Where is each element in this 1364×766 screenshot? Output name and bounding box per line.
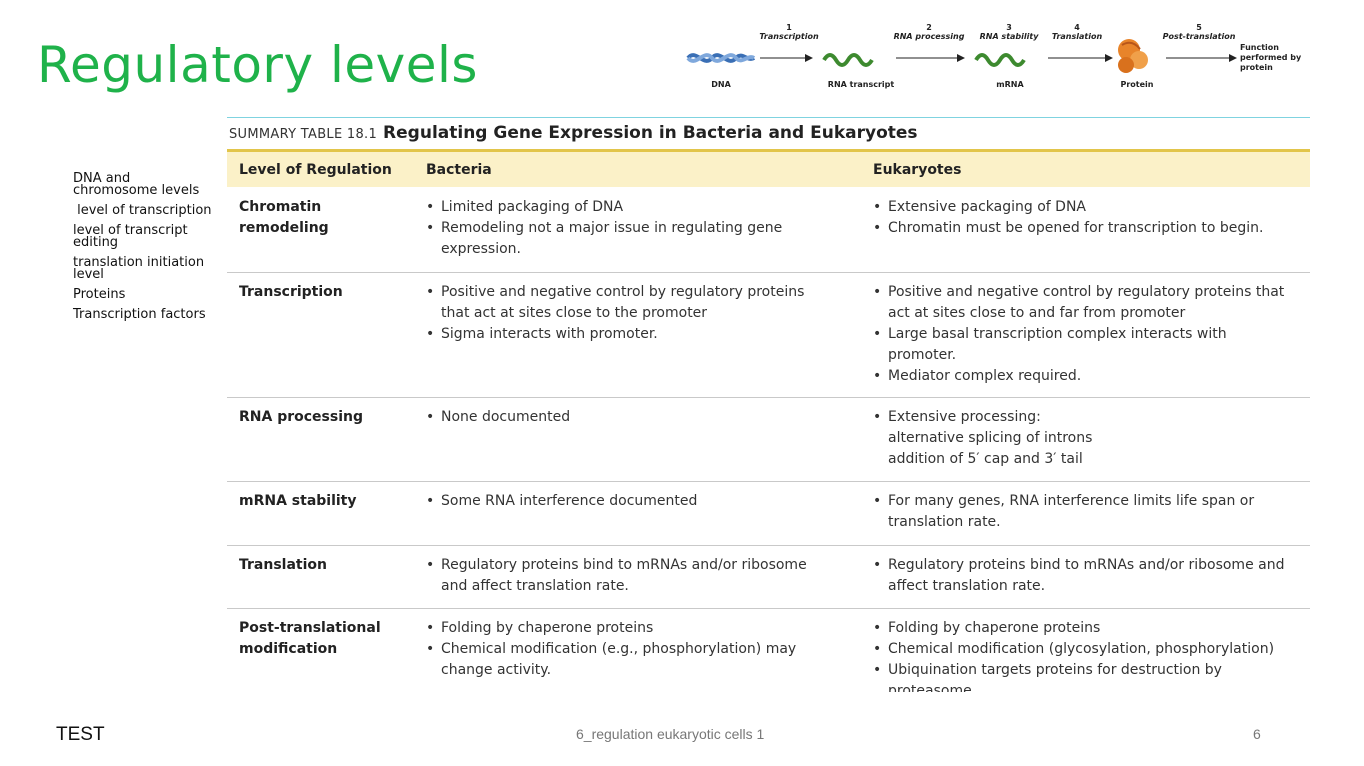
summary-table: SUMMARY TABLE 18.1 Regulating Gene Expres…: [227, 117, 1310, 692]
step-2: 2 RNA processing: [884, 23, 974, 41]
cell-item: Positive and negative control by regulat…: [873, 282, 1298, 324]
cell-item: Extensive packaging of DNA: [873, 197, 1298, 218]
footer-label: TEST: [56, 724, 105, 745]
table-row: RNA processing None documented Extensive p…: [227, 397, 1310, 482]
step-label: RNA stability: [979, 32, 1039, 41]
slide-title: Regulatory levels: [37, 36, 478, 94]
node-mrna: mRNA: [996, 80, 1024, 89]
table-top-rule: [227, 117, 1310, 118]
cell-item: None documented: [426, 407, 826, 428]
side-list-item: DNA and chromosome levels: [73, 171, 200, 198]
side-list-item: level of transcription: [73, 203, 212, 218]
cell-item: Chromatin must be opened for transcripti…: [873, 218, 1298, 239]
row-bacteria-cell: Regulatory proteins bind to mRNAs and/or…: [426, 555, 826, 597]
step-number: 4: [1074, 23, 1080, 32]
row-eukaryotes-cell: Extensive processing: alternative splicin…: [873, 407, 1298, 470]
cell-item: Mediator complex required.: [873, 366, 1298, 387]
side-list: DNA and chromosome levels level of trans…: [73, 171, 213, 329]
cell-item: Positive and negative control by regulat…: [426, 282, 826, 324]
side-list-item: Transcription factors: [73, 307, 206, 322]
protein-icon: [1118, 39, 1148, 73]
row-bacteria-cell: None documented: [426, 407, 826, 428]
row-bacteria-cell: Folding by chaperone proteinsChemical mo…: [426, 618, 826, 681]
cell-item: Chemical modification (glycosylation, ph…: [873, 639, 1298, 660]
row-level: Chromatin remodeling: [239, 199, 329, 236]
cell-item: Regulatory proteins bind to mRNAs and/or…: [426, 555, 826, 597]
cell-item: Folding by chaperone proteins: [426, 618, 826, 639]
step-label: Post-translation: [1162, 32, 1236, 41]
node-dna: DNA: [711, 80, 731, 89]
step-5: 5 Post-translation: [1154, 23, 1244, 41]
row-eukaryotes-cell: Extensive packaging of DNAChromatin must…: [873, 197, 1298, 239]
cell-item: Sigma interacts with promoter.: [426, 324, 826, 345]
cell-item: Folding by chaperone proteins: [873, 618, 1298, 639]
header-bacteria: Bacteria: [426, 162, 492, 178]
mrna-icon: [974, 53, 1026, 67]
cell-item: addition of 5′ cap and 3′ tail: [888, 451, 1083, 467]
node-function: Function performed by protein: [1240, 43, 1302, 72]
row-bacteria-cell: Limited packaging of DNARemodeling not a…: [426, 197, 826, 260]
pathway-diagram: 1 Transcription 2 RNA processing 3 RNA s…: [684, 20, 1314, 98]
step-label: Translation: [1051, 32, 1103, 41]
step-number: 5: [1196, 23, 1202, 32]
table-row: Transcription Positive and negative contr…: [227, 272, 1310, 398]
table-row: Post-translational modification Folding b…: [227, 608, 1310, 692]
cell-item: Ubiquination targets proteins for destru…: [873, 660, 1298, 692]
pathway-graphics: [686, 39, 1237, 73]
step-number: 3: [1006, 23, 1012, 32]
cell-item: Regulatory proteins bind to mRNAs and/or…: [873, 555, 1298, 597]
table-number: SUMMARY TABLE 18.1: [229, 127, 378, 142]
row-bacteria-cell: Positive and negative control by regulat…: [426, 282, 826, 345]
row-level: Translation: [239, 557, 327, 573]
table-row: Chromatin remodeling Limited packaging of…: [227, 187, 1310, 273]
footer-title: 6_regulation eukaryotic cells 1: [576, 726, 765, 742]
step-1: 1 Transcription: [754, 23, 824, 41]
page-number: 6: [1253, 726, 1261, 742]
row-level: RNA processing: [239, 409, 363, 425]
table-row: Translation Regulatory proteins bind to m…: [227, 545, 1310, 609]
header-level: Level of Regulation: [239, 162, 392, 178]
cell-item: Remodeling not a major issue in regulati…: [426, 218, 826, 260]
cell-item: Large basal transcription complex intera…: [873, 324, 1298, 366]
node-rna-transcript: RNA transcript: [827, 80, 895, 89]
table-title: Regulating Gene Expression in Bacteria a…: [383, 123, 918, 143]
side-list-item: translation initiation level: [73, 255, 205, 282]
side-list-item: Proteins: [73, 287, 126, 302]
table-header-row: Level of Regulation Bacteria Eukaryotes: [227, 149, 1310, 187]
step-label: Transcription: [759, 32, 819, 41]
cell-item: Some RNA interference documented: [426, 491, 826, 512]
step-number: 1: [786, 23, 792, 32]
row-level: Transcription: [239, 284, 343, 300]
table-row: mRNA stability Some RNA interference docu…: [227, 481, 1310, 546]
row-eukaryotes-cell: For many genes, RNA interference limits …: [873, 491, 1298, 533]
row-eukaryotes-cell: Regulatory proteins bind to mRNAs and/or…: [873, 555, 1298, 597]
step-number: 2: [926, 23, 932, 32]
cell-item: Limited packaging of DNA: [426, 197, 826, 218]
row-eukaryotes-cell: Positive and negative control by regulat…: [873, 282, 1298, 387]
row-eukaryotes-cell: Folding by chaperone proteinsChemical mo…: [873, 618, 1298, 692]
rna-transcript-icon: [822, 53, 874, 67]
side-list-item: level of transcript editing: [73, 223, 188, 250]
row-bacteria-cell: Some RNA interference documented: [426, 491, 826, 512]
cell-item: Chemical modification (e.g., phosphoryla…: [426, 639, 826, 681]
step-3: 3 RNA stability: [972, 23, 1046, 41]
row-level: Post-translational modification: [239, 620, 381, 657]
cell-item: alternative splicing of introns: [888, 430, 1093, 446]
header-eukaryotes: Eukaryotes: [873, 162, 962, 178]
row-level: mRNA stability: [239, 493, 357, 509]
step-4: 4 Translation: [1044, 23, 1110, 41]
table-caption: SUMMARY TABLE 18.1 Regulating Gene Expres…: [229, 123, 918, 143]
step-label: RNA processing: [893, 32, 965, 41]
node-protein: Protein: [1120, 80, 1154, 89]
dna-helix-icon: [686, 53, 756, 63]
cell-item: For many genes, RNA interference limits …: [873, 491, 1298, 533]
cell-item: Extensive processing:: [873, 407, 1298, 428]
